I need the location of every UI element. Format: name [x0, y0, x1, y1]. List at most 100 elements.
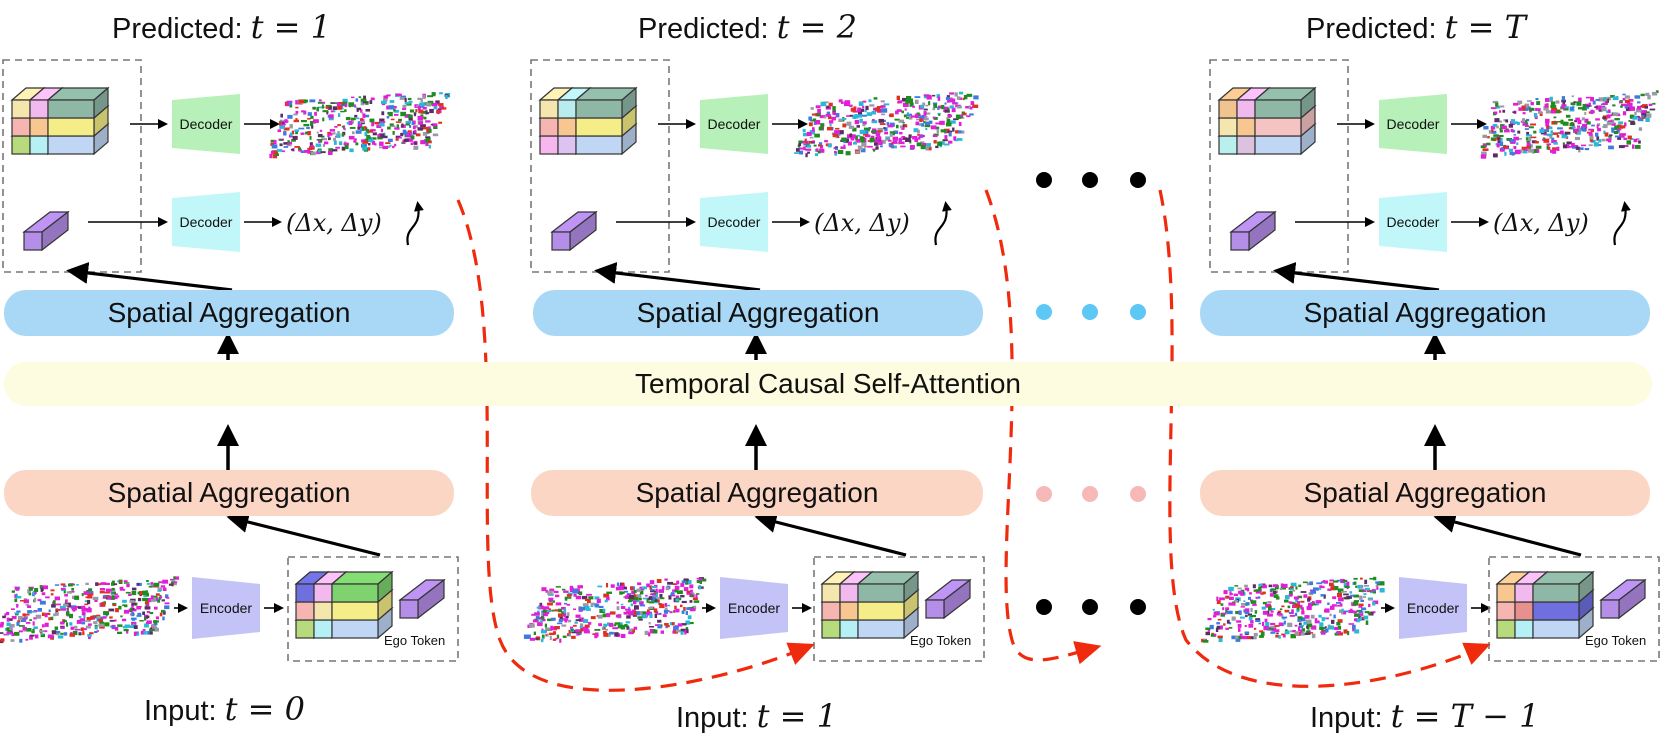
ellipsis-dot-pink-3: [1130, 486, 1146, 502]
spatial-aggregation-top-3: Spatial Aggregation: [1200, 290, 1650, 336]
arrow-spatial-to-predicted-3: [1273, 262, 1440, 292]
delta-label-3: (Δx, Δy): [1493, 209, 1589, 237]
input-ego-token-3: [1599, 578, 1647, 620]
ellipsis-dot-blue-1: [1036, 304, 1052, 320]
decoder-bottom-3-label: Decoder: [1387, 214, 1440, 230]
decoder-bottom-2: Decoder: [700, 192, 768, 252]
arrow-tokens-to-spatial-2: [754, 511, 907, 557]
decoder-top-1: Decoder: [172, 94, 240, 154]
decoder-top-3: Decoder: [1379, 94, 1447, 154]
decoder-top-2-label: Decoder: [708, 116, 761, 132]
input-feature-grid-2: [820, 570, 920, 640]
ellipsis-dot-top-3: [1130, 172, 1146, 188]
ellipsis-dot-top-2: [1082, 172, 1098, 188]
ego-token-label-1: Ego Token: [384, 633, 445, 648]
predicted-math-2: t = 2: [776, 8, 858, 46]
feature-cube: [1531, 570, 1595, 604]
spatial-aggregation-top-1: Spatial Aggregation: [4, 290, 454, 336]
ellipsis-dot-bottom-3: [1130, 599, 1146, 615]
encoder-1-label: Encoder: [200, 600, 252, 616]
encoder-3: Encoder: [1399, 577, 1467, 639]
arrow-spatial-to-predicted-2: [594, 262, 761, 292]
predicted-prefix-3: Predicted:: [1306, 13, 1437, 45]
curl-arrow-1: [406, 201, 424, 246]
feature-cube: [330, 570, 394, 604]
predicted-feature-grid-3: [1217, 86, 1317, 156]
encoder-3-label: Encoder: [1407, 600, 1459, 616]
predicted-occupancy-2: [794, 91, 979, 158]
delta-label-2: (Δx, Δy): [814, 209, 910, 237]
predicted-feature-grid-2: [538, 86, 638, 156]
predicted-title-1: Predicted: t = 1: [112, 8, 331, 46]
predicted-prefix-1: Predicted:: [112, 13, 243, 45]
predicted-prefix-2: Predicted:: [638, 13, 769, 45]
ellipsis-dot-bottom-2: [1082, 599, 1098, 615]
predicted-title-2: Predicted: t = 2: [638, 8, 857, 46]
feature-cube: [574, 86, 638, 120]
feature-cube: [1253, 86, 1317, 120]
input-prefix-1: Input:: [144, 695, 217, 727]
encoder-2-label: Encoder: [728, 600, 780, 616]
predicted-ego-token-3: [1229, 210, 1277, 252]
input-title-1: Input: t = 0: [144, 690, 305, 728]
decoder-top-3-label: Decoder: [1387, 116, 1440, 132]
input-token-box-1: [287, 556, 459, 662]
predicted-token-box-1: [2, 59, 142, 273]
arrow-tokens-to-spatial-3: [1433, 511, 1582, 557]
feature-cube: [856, 570, 920, 604]
input-token-box-3: [1488, 556, 1660, 662]
encoder-1: Encoder: [192, 577, 260, 639]
input-prefix-2: Input:: [676, 702, 749, 734]
spatial-aggregation-bottom-2: Spatial Aggregation: [531, 470, 983, 516]
predicted-feature-grid-1: [10, 86, 110, 156]
spatial-aggregation-bottom-label-2: Spatial Aggregation: [635, 477, 879, 508]
decoder-bottom-3: Decoder: [1379, 192, 1447, 252]
input-occupancy-3: [1201, 576, 1385, 643]
spatial-aggregation-top-label-2: Spatial Aggregation: [636, 297, 880, 328]
predicted-title-3: Predicted: t = T: [1306, 8, 1526, 46]
delta-label-1: (Δx, Δy): [286, 209, 382, 237]
ellipsis-dot-pink-2: [1082, 486, 1098, 502]
input-ego-token-1: [398, 578, 446, 620]
predicted-token-box-2: [530, 59, 670, 273]
decoder-bottom-2-label: Decoder: [708, 214, 761, 230]
ego-token-label-3: Ego Token: [1585, 633, 1646, 648]
predicted-math-3: t = T: [1444, 8, 1526, 46]
predicted-math-1: t = 1: [250, 8, 332, 46]
decoder-top-2: Decoder: [700, 94, 768, 154]
decoder-bottom-1: Decoder: [172, 192, 240, 252]
ego-token-label-2: Ego Token: [910, 633, 971, 648]
input-feature-grid-3: [1495, 570, 1595, 640]
decoder-top-1-label: Decoder: [180, 116, 233, 132]
ellipsis-dot-blue-3: [1130, 304, 1146, 320]
encoder-2: Encoder: [720, 577, 788, 639]
input-math-1: t = 0: [224, 690, 305, 728]
input-token-box-2: [813, 556, 985, 662]
input-math-2: t = 1: [756, 697, 837, 735]
predicted-ego-token-1: [22, 210, 70, 252]
ellipsis-dot-pink-1: [1036, 486, 1052, 502]
predicted-occupancy-1: [269, 92, 451, 159]
curl-arrow-2: [934, 201, 952, 246]
spatial-aggregation-bottom-label-1: Spatial Aggregation: [107, 477, 351, 508]
autoregressive-arrow-2: [984, 189, 1102, 665]
input-prefix-3: Input:: [1310, 702, 1383, 734]
input-title-2: Input: t = 1: [676, 697, 837, 735]
ellipsis-dot-blue-2: [1082, 304, 1098, 320]
spatial-aggregation-bottom-3: Spatial Aggregation: [1200, 470, 1650, 516]
input-math-3: t = T − 1: [1390, 697, 1540, 735]
spatial-aggregation-bottom-1: Spatial Aggregation: [4, 470, 454, 516]
input-ego-token-2: [924, 578, 972, 620]
decoder-bottom-1-label: Decoder: [180, 214, 233, 230]
input-occupancy-1: [0, 576, 179, 644]
autoregressive-arrow-1: [456, 199, 815, 692]
predicted-occupancy-3: [1480, 90, 1659, 159]
autoregressive-arrow-3: [1158, 189, 1491, 688]
ellipsis-dot-top-1: [1036, 172, 1052, 188]
arrow-spatial-to-predicted-1: [66, 262, 233, 292]
spatial-aggregation-top-2: Spatial Aggregation: [533, 290, 983, 336]
input-feature-grid-1: [294, 570, 394, 640]
input-title-3: Input: t = T − 1: [1310, 697, 1540, 735]
